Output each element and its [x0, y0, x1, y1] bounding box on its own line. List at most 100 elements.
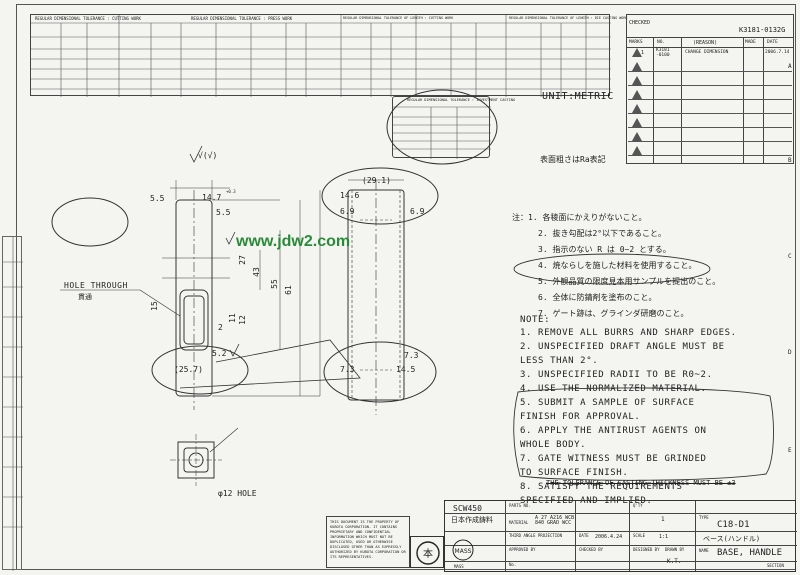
dim-43: 43 — [251, 267, 261, 277]
scale-value: 1:1 — [659, 534, 669, 540]
name-label: NAME — [699, 548, 709, 553]
rev-corner-label: CHECKED — [629, 20, 651, 26]
note-jp-5-markup — [513, 253, 711, 285]
dim-6-9a: 6.9 — [340, 207, 355, 216]
dim-14-6: 14.6 — [340, 191, 360, 200]
material-label: MATERIAL — [509, 520, 529, 525]
qty-label: Q'TY — [633, 503, 643, 508]
mass-label: MASS — [454, 564, 464, 569]
approved-label: APPROVED BY — [509, 547, 536, 552]
mass-stamp: MASS — [446, 536, 480, 568]
third-angle-label: THIRD ANGLE PROJECTION — [509, 533, 562, 538]
investment-grid — [393, 106, 491, 159]
note-en-8b: SPECIFIED AND IMPLIED. — [520, 496, 653, 506]
material-value: A 27 A216 WCB 840 GRAD WCC — [535, 515, 575, 526]
parts-no-label: PARTS NO. — [509, 503, 531, 508]
rev-entry-reason: CHANGE DIMENSION — [685, 50, 729, 55]
svg-text:本: 本 — [423, 547, 433, 560]
forging-table-title: REGULAR DIMENSIONAL TOLERANCE OF LENGTH … — [343, 16, 454, 20]
scale-label: SCALE — [633, 533, 646, 538]
material-code: SCW450 — [453, 504, 482, 513]
surface-mark-top: √(√) — [198, 151, 218, 160]
title-block: SCW450 日本作成鋳料 PARTS NO. MATERIAL A 27 A2… — [444, 500, 797, 572]
dim-5-5a: 5.5 — [150, 194, 165, 203]
press-table-title: REGULAR DIMENSIONAL TOLERANCE : PRESS WO… — [191, 16, 293, 21]
note-jp-4: 4. 焼ならしを施した材料を使用すること。 — [538, 261, 697, 270]
note-en-5b: FINISH FOR APPROVAL. — [520, 412, 641, 422]
gdt-legend-strip — [2, 236, 23, 571]
note-en-4: 4. USE THE NORMALIZED MATERIAL. — [520, 384, 707, 394]
note-jp-6: 6. 全体に防錆剤を塗布のこと。 — [538, 293, 657, 302]
dim-14-7-tol: +0.3 — [226, 189, 236, 194]
kubota-logo: 本 — [416, 541, 440, 565]
checked-label: CHECKED BY — [579, 547, 604, 552]
note-en-7b: TO SURFACE FINISH. — [520, 468, 629, 478]
name-jp: ベース(ハンドル) — [703, 535, 761, 543]
note-jp-7: 7. ゲート跡は、グラインダ研磨のこと。 — [538, 309, 689, 318]
note-en-1: 1. REMOVE ALL BURRS AND SHARP EDGES. — [520, 328, 737, 338]
hole-through-jp: 貫通 — [78, 293, 92, 301]
rev-header-date: DATE — [767, 40, 778, 45]
investment-markup-ellipse — [386, 89, 498, 165]
gdt-symbols — [3, 237, 23, 571]
border-letter-e: E — [788, 447, 792, 454]
dim-14-5: 14.5 — [396, 365, 416, 374]
dim-2: 2 — [218, 323, 223, 332]
rev-header-reason: (REASON) — [693, 40, 718, 46]
investment-title: REGULAR DIMENSIONAL TOLERANCE : INVESTME… — [407, 98, 516, 102]
note-en-7: 7. GATE WITNESS MUST BE GRINDED — [520, 454, 707, 464]
rev-entry-no: K3181 -0100 — [656, 48, 670, 58]
section-label: SECTION — [767, 563, 784, 568]
rev-header-marks: MARKS — [629, 40, 643, 45]
notes-en-markup — [513, 387, 774, 481]
drawn-signature: K.T. — [667, 558, 682, 565]
border-letter-d: D — [788, 349, 792, 356]
dim-7-3b: 7.3 — [404, 351, 419, 360]
note-en-2: 2. UNSPECIFIED DRAFT ANGLE MUST BE — [520, 342, 725, 352]
tolerance-tables: REGULAR DIMENSIONAL TOLERANCE : CUTTING … — [30, 14, 627, 97]
border-letter-b: B — [788, 157, 792, 164]
date-label: DATE — [579, 533, 589, 538]
dim-5-2: 5.2 — [212, 349, 227, 358]
note-en-2b: LESS THAN 2°. — [520, 356, 599, 366]
dim-55: 55 — [269, 279, 279, 289]
rev-entry-mark: 1 — [641, 50, 645, 56]
note-en-8: 8. SATISFY THE REQUIREMENTS — [520, 482, 683, 492]
revision-block: K3181-0132G CHECKED MARKS NO. (REASON) M… — [626, 14, 794, 164]
dim-25-7: (25.7) — [174, 365, 203, 374]
note-en-6b: WHOLE BODY. — [520, 440, 587, 450]
dim-11: 11 — [227, 313, 237, 323]
drawn-label: DRAWN BY — [665, 547, 685, 552]
hole-12-label: φ12 HOLE — [218, 489, 257, 498]
dim-27: 27 — [237, 255, 247, 265]
dim-5-5b: 5.5 — [216, 208, 231, 217]
property-notice-box: THIS DOCUMENT IS THE PROPERTY OF KUBOTA … — [326, 516, 410, 568]
date-value: 2006.4.24 — [595, 534, 623, 540]
note-jp-1: 注：1. 各稜面にかえりがないこと。 — [512, 213, 647, 222]
note-heading: NOTE: — [520, 315, 551, 325]
note-en-6: 6. APPLY THE ANTIRUST AGENTS ON — [520, 426, 707, 436]
jis-material-label: 日本作成鋳料 — [451, 516, 493, 524]
dim-61: 61 — [283, 285, 293, 295]
note-en-3: 3. UNSPECIFIED RADII TO BE R0~2. — [520, 370, 713, 380]
investment-table: REGULAR DIMENSIONAL TOLERANCE : INVESTME… — [392, 96, 515, 159]
note-struck-tolerance: THE TOLERANCE OF CASTING THICKNESS MUST … — [546, 479, 736, 487]
dim-15: 15 — [149, 301, 159, 311]
mass-stamp-circle: MASS — [452, 539, 474, 561]
qty-value: 1 — [661, 516, 665, 523]
rev-header-no: NO. — [657, 40, 666, 45]
note-en-5: 5. SUBMIT A SAMPLE OF SURFACE — [520, 398, 695, 408]
cutting-table-title: REGULAR DIMENSIONAL TOLERANCE : CUTTING … — [35, 16, 141, 21]
note-jp-3: 3. 指示のない R は 0~2 とする。 — [538, 245, 671, 254]
unit-label: UNIT:METRIC — [542, 91, 614, 102]
rev-header-made: MADE — [745, 40, 756, 45]
dim-7-3a: 7.3 — [340, 365, 355, 374]
border-letter-a: A — [788, 63, 792, 70]
dim-6-9b: 6.9 — [410, 207, 425, 216]
property-notice: THIS DOCUMENT IS THE PROPERTY OF KUBOTA … — [330, 520, 406, 559]
drawing-number-label: K3181-0132G — [739, 26, 786, 34]
surface-roughness-note-jp: 表面粗さはRa表記 — [540, 155, 606, 164]
no-label: No. — [509, 562, 517, 567]
tolerance-grid — [31, 15, 611, 97]
